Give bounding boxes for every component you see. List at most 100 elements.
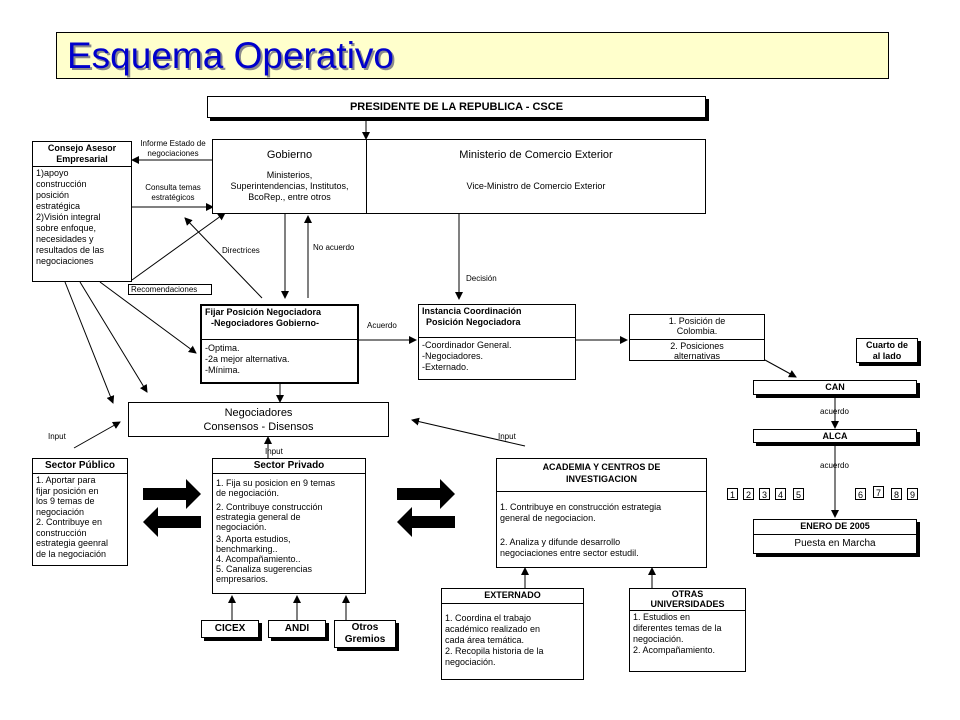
can-box: CAN <box>753 380 917 395</box>
posiciones-box: 1. Posición de Colombia. 2. Posiciones a… <box>629 314 765 361</box>
gobierno-cell: Gobierno Ministerios, Superintendencias,… <box>213 140 367 213</box>
input-right-label: Input <box>498 432 516 441</box>
fijar-heading-line: -Negociadores Gobierno- <box>211 318 320 328</box>
sector-privado-item: 1. Fija su posicion en 9 temas de negoci… <box>216 478 362 498</box>
posicion-line: alternativas <box>673 351 721 361</box>
consulta-line: Consulta temas <box>145 183 201 192</box>
sector-privado-line: 4. Acompañamiento.. <box>216 554 301 564</box>
number-box: 5 <box>793 488 804 500</box>
academia-line: 2. Analiza y difunde desarrollo <box>500 537 621 547</box>
sector-privado-line: 1. Fija su posicion en 9 temas <box>216 478 336 488</box>
number-box: 9 <box>907 488 918 500</box>
can-label: CAN <box>825 382 845 392</box>
externado-line: 2. Recopila historia de la <box>445 646 544 656</box>
number-box: 6 <box>855 488 866 500</box>
number-box: 8 <box>891 488 902 500</box>
acuerdo-can-label: acuerdo <box>820 407 849 416</box>
sector-privado-item: 3. Aporta estudios, benchmarking.. <box>216 534 362 554</box>
externado-line: 1. Coordina el trabajo <box>445 613 532 623</box>
number-box: 1 <box>727 488 738 500</box>
arrow-left-icon <box>397 507 455 537</box>
input-left-label: Input <box>48 432 66 441</box>
instancia-line: -Externado. <box>422 362 469 372</box>
ministerio-body: Vice-Ministro de Comercio Exterior <box>466 181 606 191</box>
consulta-label: Consulta temas estratégicos <box>134 183 212 203</box>
academia-heading-line: ACADEMIA Y CENTROS DE <box>542 462 661 472</box>
arrow-right-icon <box>143 479 201 509</box>
otros-gremios-line: Gremios <box>344 634 386 645</box>
cuarto-line: al lado <box>872 351 902 361</box>
otras-line: 2. Acompañamiento. <box>633 645 716 655</box>
gobierno-ministerio-box: Gobierno Ministerios, Superintendencias,… <box>212 139 706 214</box>
consejo-line: estratégica <box>36 201 81 211</box>
otras-line: 1. Estudios en <box>633 612 691 622</box>
directrices-label: Directrices <box>222 246 260 255</box>
ministerio-cell: Ministerio de Comercio Exterior Vice-Min… <box>367 140 705 213</box>
sector-privado-item: 5. Canaliza sugerencias empresarios. <box>216 564 362 584</box>
sector-privado-item: 4. Acompañamiento.. <box>216 554 362 564</box>
fijar-line: -Mínima. <box>205 365 241 375</box>
posicion-line: 1. Posición de <box>668 316 726 326</box>
number-box: 3 <box>759 488 770 500</box>
gobierno-line: BcoRep., entre otros <box>248 192 331 202</box>
externado-line: cada área temática. <box>445 635 525 645</box>
informe-line: Informe Estado de <box>140 139 206 148</box>
fijar-posicion-box: Fijar Posición Negociadora -Negociadores… <box>200 304 359 384</box>
cicex-label: CICEX <box>214 623 246 634</box>
gobierno-heading: Gobierno <box>266 149 313 161</box>
andi-label: ANDI <box>284 623 310 634</box>
consejo-line: 2)Visión integral <box>36 212 101 222</box>
consulta-line: estratégicos <box>151 193 195 202</box>
sector-publico-heading: Sector Público <box>33 459 127 474</box>
cicex-box: CICEX <box>201 620 259 638</box>
enero-heading: ENERO DE 2005 <box>754 520 916 535</box>
recomendaciones-label: Recomendaciones <box>128 284 212 295</box>
andi-box: ANDI <box>268 620 326 638</box>
instancia-box: Instancia Coordinación Posición Negociad… <box>418 304 576 380</box>
posicion-line: 2. Posiciones <box>670 341 724 351</box>
otros-gremios-line: Otros <box>351 622 379 633</box>
otras-universidades-box: OTRAS UNIVERSIDADES 1. Estudios en difer… <box>629 588 746 672</box>
academia-item: 1. Contribuye en construcción estrategia… <box>500 502 703 524</box>
sector-publico-line: 1. Aportar para <box>36 475 96 485</box>
informe-line: negociaciones <box>147 149 199 158</box>
otras-heading-line: OTRAS <box>671 589 704 599</box>
gobierno-line: Ministerios, <box>266 170 313 180</box>
otras-heading-line: UNIVERSIDADES <box>650 599 725 609</box>
sector-privado-box: Sector Privado 1. Fija su posicion en 9 … <box>212 458 366 594</box>
academia-item: 2. Analiza y difunde desarrollo negociac… <box>500 537 703 559</box>
acuerdo-alca-label: acuerdo <box>820 461 849 470</box>
consejo-asesor-box: Consejo Asesor Empresarial 1)apoyo const… <box>32 141 132 282</box>
externado-heading: EXTERNADO <box>442 589 583 604</box>
negociadores-line: Consensos - Disensos <box>203 421 314 433</box>
instancia-line: -Coordinador General. <box>422 340 512 350</box>
externado-line: académico realizado en <box>445 624 541 634</box>
alca-box: ALCA <box>753 429 917 443</box>
decision-label: Decisión <box>466 274 497 283</box>
consejo-heading-line: Empresarial <box>56 154 108 164</box>
sector-publico-line: fijar posición en <box>36 485 99 496</box>
alca-label: ALCA <box>822 431 848 441</box>
sector-publico-line: 2. Contribuye en <box>36 517 103 527</box>
enero-box: ENERO DE 2005 Puesta en Marcha <box>753 519 917 554</box>
number-box: 4 <box>775 488 786 500</box>
instancia-heading-line: Instancia Coordinación <box>422 306 522 316</box>
page-title: Esquema Operativo <box>67 35 395 76</box>
academia-line: 1. Contribuye en construcción estrategia <box>500 502 662 512</box>
negociadores-line: Negociadores <box>224 407 293 419</box>
consejo-line: construcción <box>36 179 87 189</box>
cuarto-box: Cuarto de al lado <box>856 338 918 363</box>
sector-publico-line: construcción <box>36 527 87 538</box>
sector-publico-box: Sector Público 1. Aportar para fijar pos… <box>32 458 128 566</box>
instancia-line: -Negociadores. <box>422 351 484 361</box>
consejo-line: posición <box>36 190 70 200</box>
sector-privado-item: 2. Contribuye construcción estrategia ge… <box>216 502 362 532</box>
sector-privado-heading: Sector Privado <box>213 459 365 474</box>
instancia-heading-line: Posición Negociadora <box>426 317 521 327</box>
president-box: PRESIDENTE DE LA REPUBLICA - CSCE <box>207 96 706 118</box>
sector-publico-line: de la negociación <box>36 548 107 559</box>
academia-heading-line: INVESTIGACION <box>565 474 637 484</box>
fijar-heading-line: Fijar Posición Negociadora <box>205 307 322 317</box>
sector-privado-line: de negociación. <box>216 488 280 498</box>
